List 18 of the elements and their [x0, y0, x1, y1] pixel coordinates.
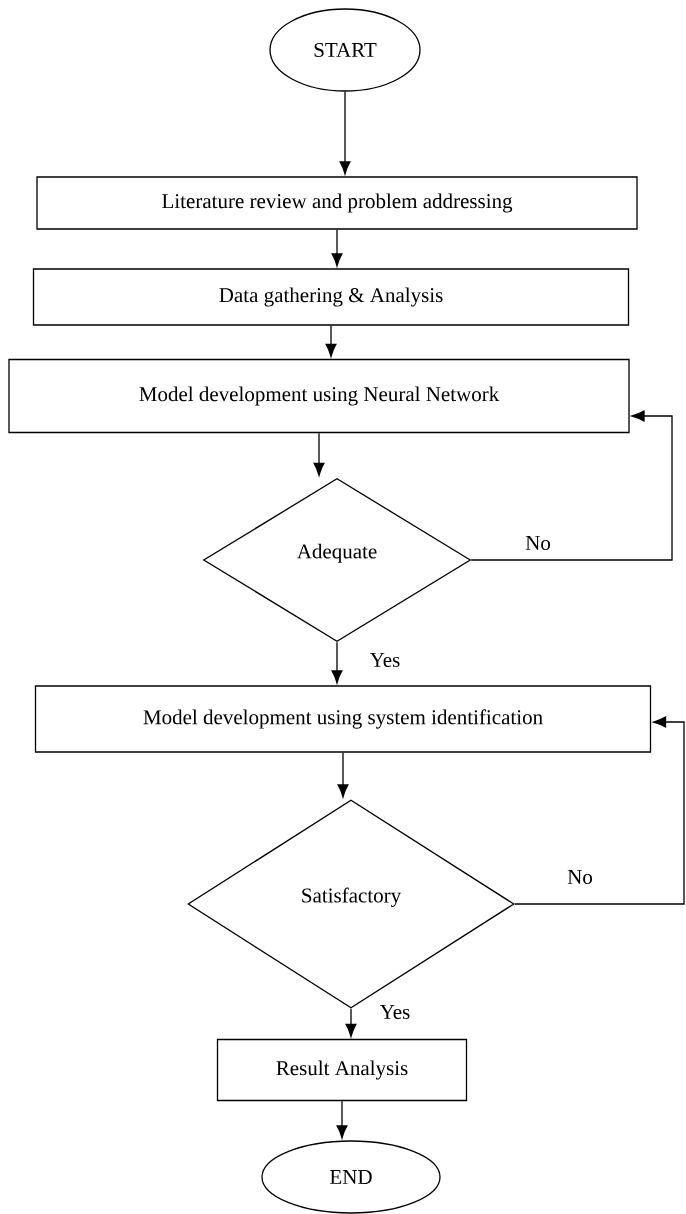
edge-label: Yes — [368, 652, 402, 668]
edge-label: No — [524, 535, 552, 551]
process-box: Literature review and problem addressing — [36, 176, 638, 230]
arrow — [331, 641, 343, 684]
edge-label: No — [566, 869, 594, 885]
arrow — [313, 432, 325, 476]
arrow — [345, 1008, 357, 1037]
arrow — [331, 229, 343, 267]
arrow — [325, 325, 337, 357]
arrow — [336, 1100, 348, 1139]
process-box: Result Analysis — [216, 1038, 468, 1102]
process-box: Data gathering & Analysis — [32, 268, 630, 326]
arrow — [514, 716, 685, 905]
arrow — [339, 91, 351, 175]
arrow — [470, 410, 673, 561]
arrow — [337, 752, 349, 798]
process-box: Model development using Neural Network — [8, 358, 630, 434]
process-box: Model development using system identification — [34, 685, 652, 753]
